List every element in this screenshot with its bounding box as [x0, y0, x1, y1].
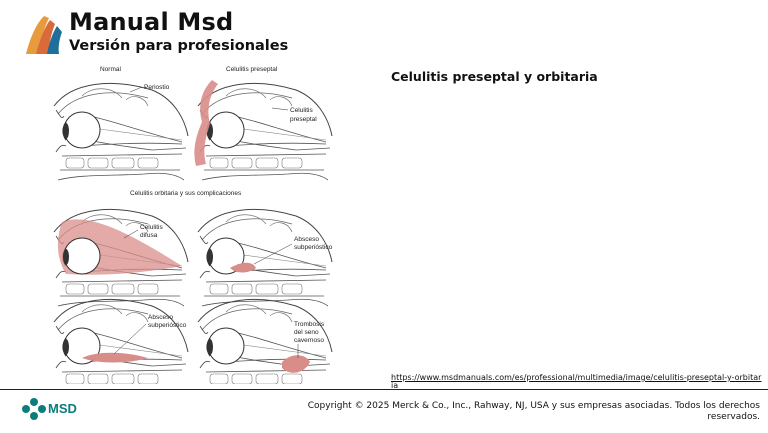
cellulitis-illustration: Normal Celulitis preseptal Periostio Cel… — [53, 66, 333, 384]
source-link[interactable]: https://www.msdmanuals.com/es/profession… — [391, 373, 762, 390]
label-trombosis-3: cavernoso — [294, 337, 324, 344]
preseptal-inflammation — [194, 80, 218, 166]
msd-logo-icon — [22, 398, 46, 420]
manual-msd-logo-icon — [26, 16, 62, 54]
copyright-notice: Copyright © 2025 Merck & Co., Inc., Rahw… — [307, 401, 760, 422]
label-difusa-2: difusa — [140, 232, 158, 239]
orbit-diagram-absceso-superior — [197, 208, 333, 307]
label-trombosis-2: del seno — [294, 329, 319, 336]
label-trombosis-1: Trombosis — [294, 321, 325, 328]
cavernous-sinus-thrombosis — [282, 355, 310, 373]
label-absceso-a1: Absceso — [294, 236, 319, 243]
subperiosteal-abscess-2 — [82, 352, 148, 363]
label-periostio: Periostio — [144, 84, 170, 91]
section-title-orbitaria: Celulitis orbitaria y sus complicaciones — [130, 190, 242, 197]
label-absceso-b1: Absceso — [148, 314, 173, 321]
panel-label-normal: Normal — [100, 66, 122, 73]
panel-label-preseptal: Celulitis preseptal — [226, 66, 278, 73]
subperiosteal-abscess-1 — [230, 262, 256, 273]
label-difusa-1: Celulitis — [140, 224, 164, 231]
label-celulitis-preseptal-2: preseptal — [290, 116, 317, 123]
orbit-diagram-normal — [53, 82, 189, 181]
image-caption: Celulitis preseptal y orbitaria — [391, 69, 598, 84]
msd-logo-text: MSD — [48, 401, 77, 416]
label-absceso-b2: subperióstico — [148, 322, 187, 329]
orbit-diagram-preseptal — [197, 82, 333, 181]
brand-title: Manual Msd — [69, 8, 234, 36]
label-absceso-a2: subperióstico — [294, 244, 333, 251]
orbit-diagram-absceso-inferior — [53, 298, 189, 384]
label-celulitis-preseptal-1: Celulitis — [290, 107, 314, 114]
brand-subtitle: Versión para profesionales — [69, 38, 289, 54]
footer-divider — [0, 389, 768, 390]
